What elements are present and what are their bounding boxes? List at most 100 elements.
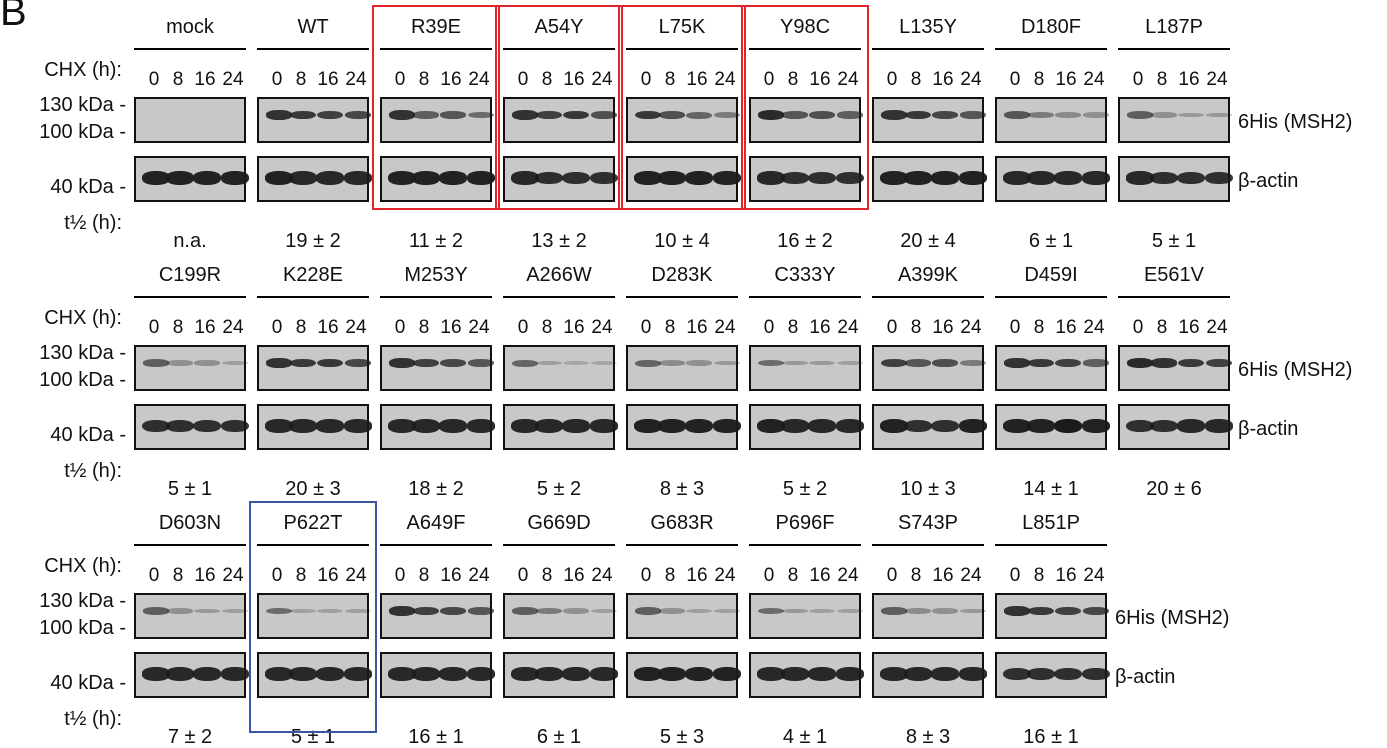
his-band-0h [143,607,169,615]
his-band-16h [317,358,343,368]
mutant-underline [380,296,492,298]
timepoint-8: 8 [295,317,307,338]
beta-actin-label: β-actin [1238,170,1299,192]
his-band-0h [1127,111,1153,119]
his-band-8h [290,358,316,368]
mutant-underline [380,544,492,546]
half-life-value: 10 ± 4 [654,230,710,252]
timepoint-16: 16 [563,317,585,338]
his-band-8h [905,359,931,367]
actin-band-8h [658,171,686,185]
beta-actin-blot [380,404,495,450]
timepoint-0: 0 [640,565,652,586]
mutant-underline [134,544,246,546]
his-band-24h [714,111,740,119]
his-band-8h [413,606,439,616]
actin-band-16h [808,667,836,681]
his-band-0h [635,359,661,367]
his-band-8h [413,358,439,368]
beta-actin-blot [995,404,1110,450]
his-band-24h [837,360,863,366]
actin-band-24h [1205,171,1233,185]
actin-band-24h [467,171,495,185]
mutant-name: S743P [897,512,959,534]
timepoint-16: 16 [809,317,831,338]
his-band-16h [563,608,589,614]
mutant-underline [995,544,1107,546]
mutant-underline [503,48,615,50]
his-band-24h [222,360,248,366]
actin-band-24h [1082,171,1110,185]
half-life-value: 5 ± 1 [167,478,213,500]
actin-band-0h [265,667,293,681]
his-band-8h [1028,358,1054,368]
timepoint-8: 8 [1033,317,1045,338]
actin-band-16h [1054,171,1082,185]
highlight-box-red [495,5,623,210]
timepoint-8: 8 [172,317,184,338]
his-band-0h [1004,606,1030,616]
actin-band-8h [412,667,440,681]
timepoint-8: 8 [418,565,430,586]
half-life-label: t½ (h): [64,460,122,482]
actin-band-8h [1027,667,1055,681]
mutant-underline [626,296,738,298]
kda-40-label: 40 kDa - [50,672,126,694]
timepoint-0: 0 [517,317,529,338]
timepoint-24: 24 [345,69,367,90]
his-msh2-blot [749,593,863,639]
mutant-name: E561V [1143,264,1205,286]
mutant-underline [749,296,861,298]
actin-band-8h [1150,171,1178,185]
his-msh2-label: 6His (MSH2) [1238,359,1353,381]
his-band-16h [1178,112,1204,118]
timepoint-24: 24 [468,317,490,338]
mutant-underline [749,48,861,50]
actin-band-8h [1027,419,1055,433]
his-band-24h [1083,606,1109,616]
beta-actin-blot [257,652,372,698]
timepoint-8: 8 [541,565,553,586]
mutant-name: C199R [158,264,222,286]
his-band-24h [591,608,617,614]
half-life-value: 5 ± 2 [782,478,828,500]
actin-band-24h [467,667,495,681]
his-band-0h [143,359,169,367]
mutant-name: G683R [650,512,714,534]
his-band-16h [1055,358,1081,368]
actin-band-16h [931,667,959,681]
his-msh2-blot [380,97,494,143]
beta-actin-blot [134,652,249,698]
his-band-24h [837,608,863,614]
half-life-value: 20 ± 6 [1146,478,1202,500]
timepoint-0: 0 [148,317,160,338]
timepoint-24: 24 [1083,317,1105,338]
beta-actin-blot [1118,156,1233,202]
his-band-8h [659,608,685,614]
timepoint-16: 16 [194,69,216,90]
actin-band-0h [757,667,785,681]
actin-band-24h [344,667,372,681]
timepoint-0: 0 [763,317,775,338]
beta-actin-blot [872,404,987,450]
beta-actin-blot [503,404,618,450]
actin-band-8h [1027,171,1055,185]
actin-band-16h [193,667,221,681]
timepoint-24: 24 [222,317,244,338]
beta-actin-blot [1118,404,1233,450]
timepoint-16: 16 [932,565,954,586]
mutant-name: L851P [1022,512,1080,534]
actin-band-24h [836,171,864,185]
his-band-8h [782,360,808,366]
his-band-0h [389,110,415,120]
his-band-16h [440,111,466,119]
timepoint-24: 24 [1083,69,1105,90]
mutant-name: D459I [1024,264,1078,286]
his-band-8h [167,608,193,614]
beta-actin-blot [134,404,249,450]
actin-band-0h [1003,419,1031,433]
